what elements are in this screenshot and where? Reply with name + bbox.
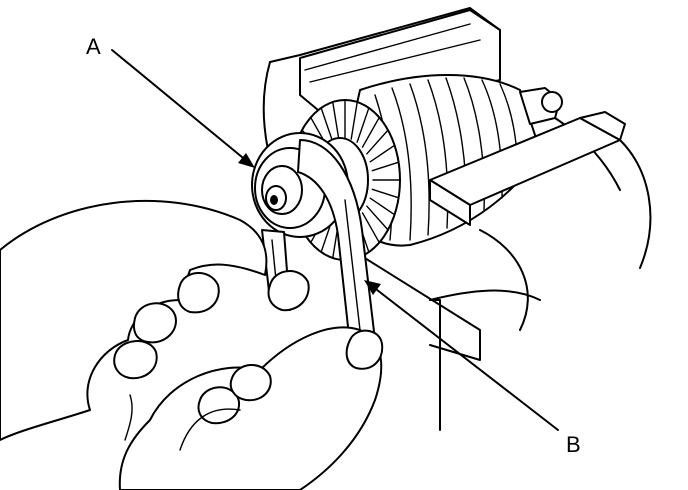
commutator-bar — [356, 107, 370, 143]
commutator-bar — [369, 144, 396, 163]
commutator-bar — [361, 212, 380, 244]
callout-label-a: A — [86, 34, 101, 59]
commutator-bar — [366, 129, 389, 155]
commutator-bar — [366, 205, 389, 231]
commutator-bar — [371, 161, 400, 172]
callout-b: B — [364, 280, 581, 457]
commutator-bar — [369, 197, 396, 216]
commutator-bar — [320, 107, 334, 143]
hands — [0, 199, 384, 490]
commutator-bar — [350, 101, 358, 140]
commutator-bar — [332, 101, 340, 140]
commutator-bar — [361, 116, 380, 148]
callout-label-b: B — [566, 432, 581, 457]
brush-holder-plate — [429, 111, 652, 269]
callout-a: A — [86, 34, 255, 168]
commutator-bar — [371, 188, 400, 199]
